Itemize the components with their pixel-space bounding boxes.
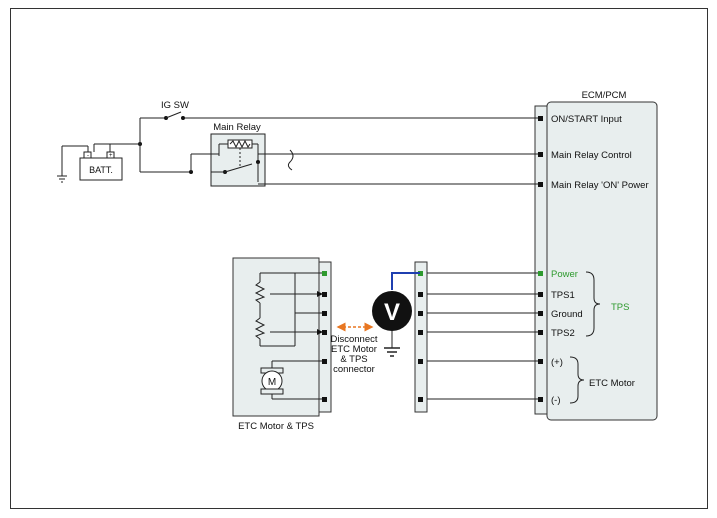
main-relay-control-label: Main Relay Control (551, 150, 632, 161)
power-probe-wire (391, 272, 420, 290)
ignition-circuit: IG SW - + BATT. (57, 100, 538, 187)
tps-brace-icon (585, 271, 601, 337)
harness-wires (427, 272, 538, 400)
voltmeter-icon: V (372, 291, 412, 331)
svg-text:-: - (87, 153, 89, 159)
battery-label: BATT. (89, 165, 113, 175)
switch-icon (164, 111, 185, 120)
ig-sw-label: IG SW (161, 100, 189, 111)
ground-label: Ground (551, 309, 583, 320)
tps-group-label: TPS (611, 302, 629, 313)
svg-text:Disconnect: Disconnect (331, 334, 378, 345)
svg-text:& TPS: & TPS (340, 354, 367, 365)
diagram-frame (10, 8, 708, 509)
motor-symbol: M (268, 377, 276, 388)
disconnect-note: Disconnect ETC Motor & TPS connector (331, 322, 378, 375)
etc-motor-tps-module: ETC Motor & TPS (232, 257, 332, 432)
relay-coil-icon (227, 139, 253, 149)
voltmeter-symbol: V (384, 299, 400, 326)
harness-connector (414, 261, 428, 413)
potentiometer-icon (254, 317, 323, 340)
main-relay-label: Main Relay (213, 122, 261, 133)
voltmeter: V (372, 272, 420, 357)
etc-motor-tps-label: ETC Motor & TPS (238, 421, 314, 432)
etc-motor-brace-icon (569, 356, 585, 404)
battery-icon: - + BATT. (79, 151, 123, 181)
potentiometer-icon (254, 281, 323, 304)
tps2-label: TPS2 (551, 328, 575, 339)
etc-motor-group-label: ETC Motor (589, 378, 635, 389)
main-relay (210, 133, 266, 187)
svg-text:connector: connector (333, 364, 375, 375)
etc-plus-label: (+) (551, 357, 563, 368)
ecm-title: ECM/PCM (582, 90, 627, 101)
svg-text:ETC Motor: ETC Motor (331, 344, 377, 355)
motor-icon: M (260, 367, 284, 395)
tps1-label: TPS1 (551, 290, 575, 301)
ground-icon (384, 347, 400, 357)
main-relay-on-power-label: Main Relay 'ON' Power (551, 180, 649, 191)
svg-text:+: + (109, 153, 113, 159)
on-start-input-label: ON/START Input (551, 114, 622, 125)
ground-icon (57, 175, 67, 183)
power-label: Power (551, 269, 578, 280)
ecm-pcm-module: ECM/PCM ON/START Input Main Relay Contro… (534, 90, 658, 421)
etc-minus-label: (-) (551, 395, 561, 406)
